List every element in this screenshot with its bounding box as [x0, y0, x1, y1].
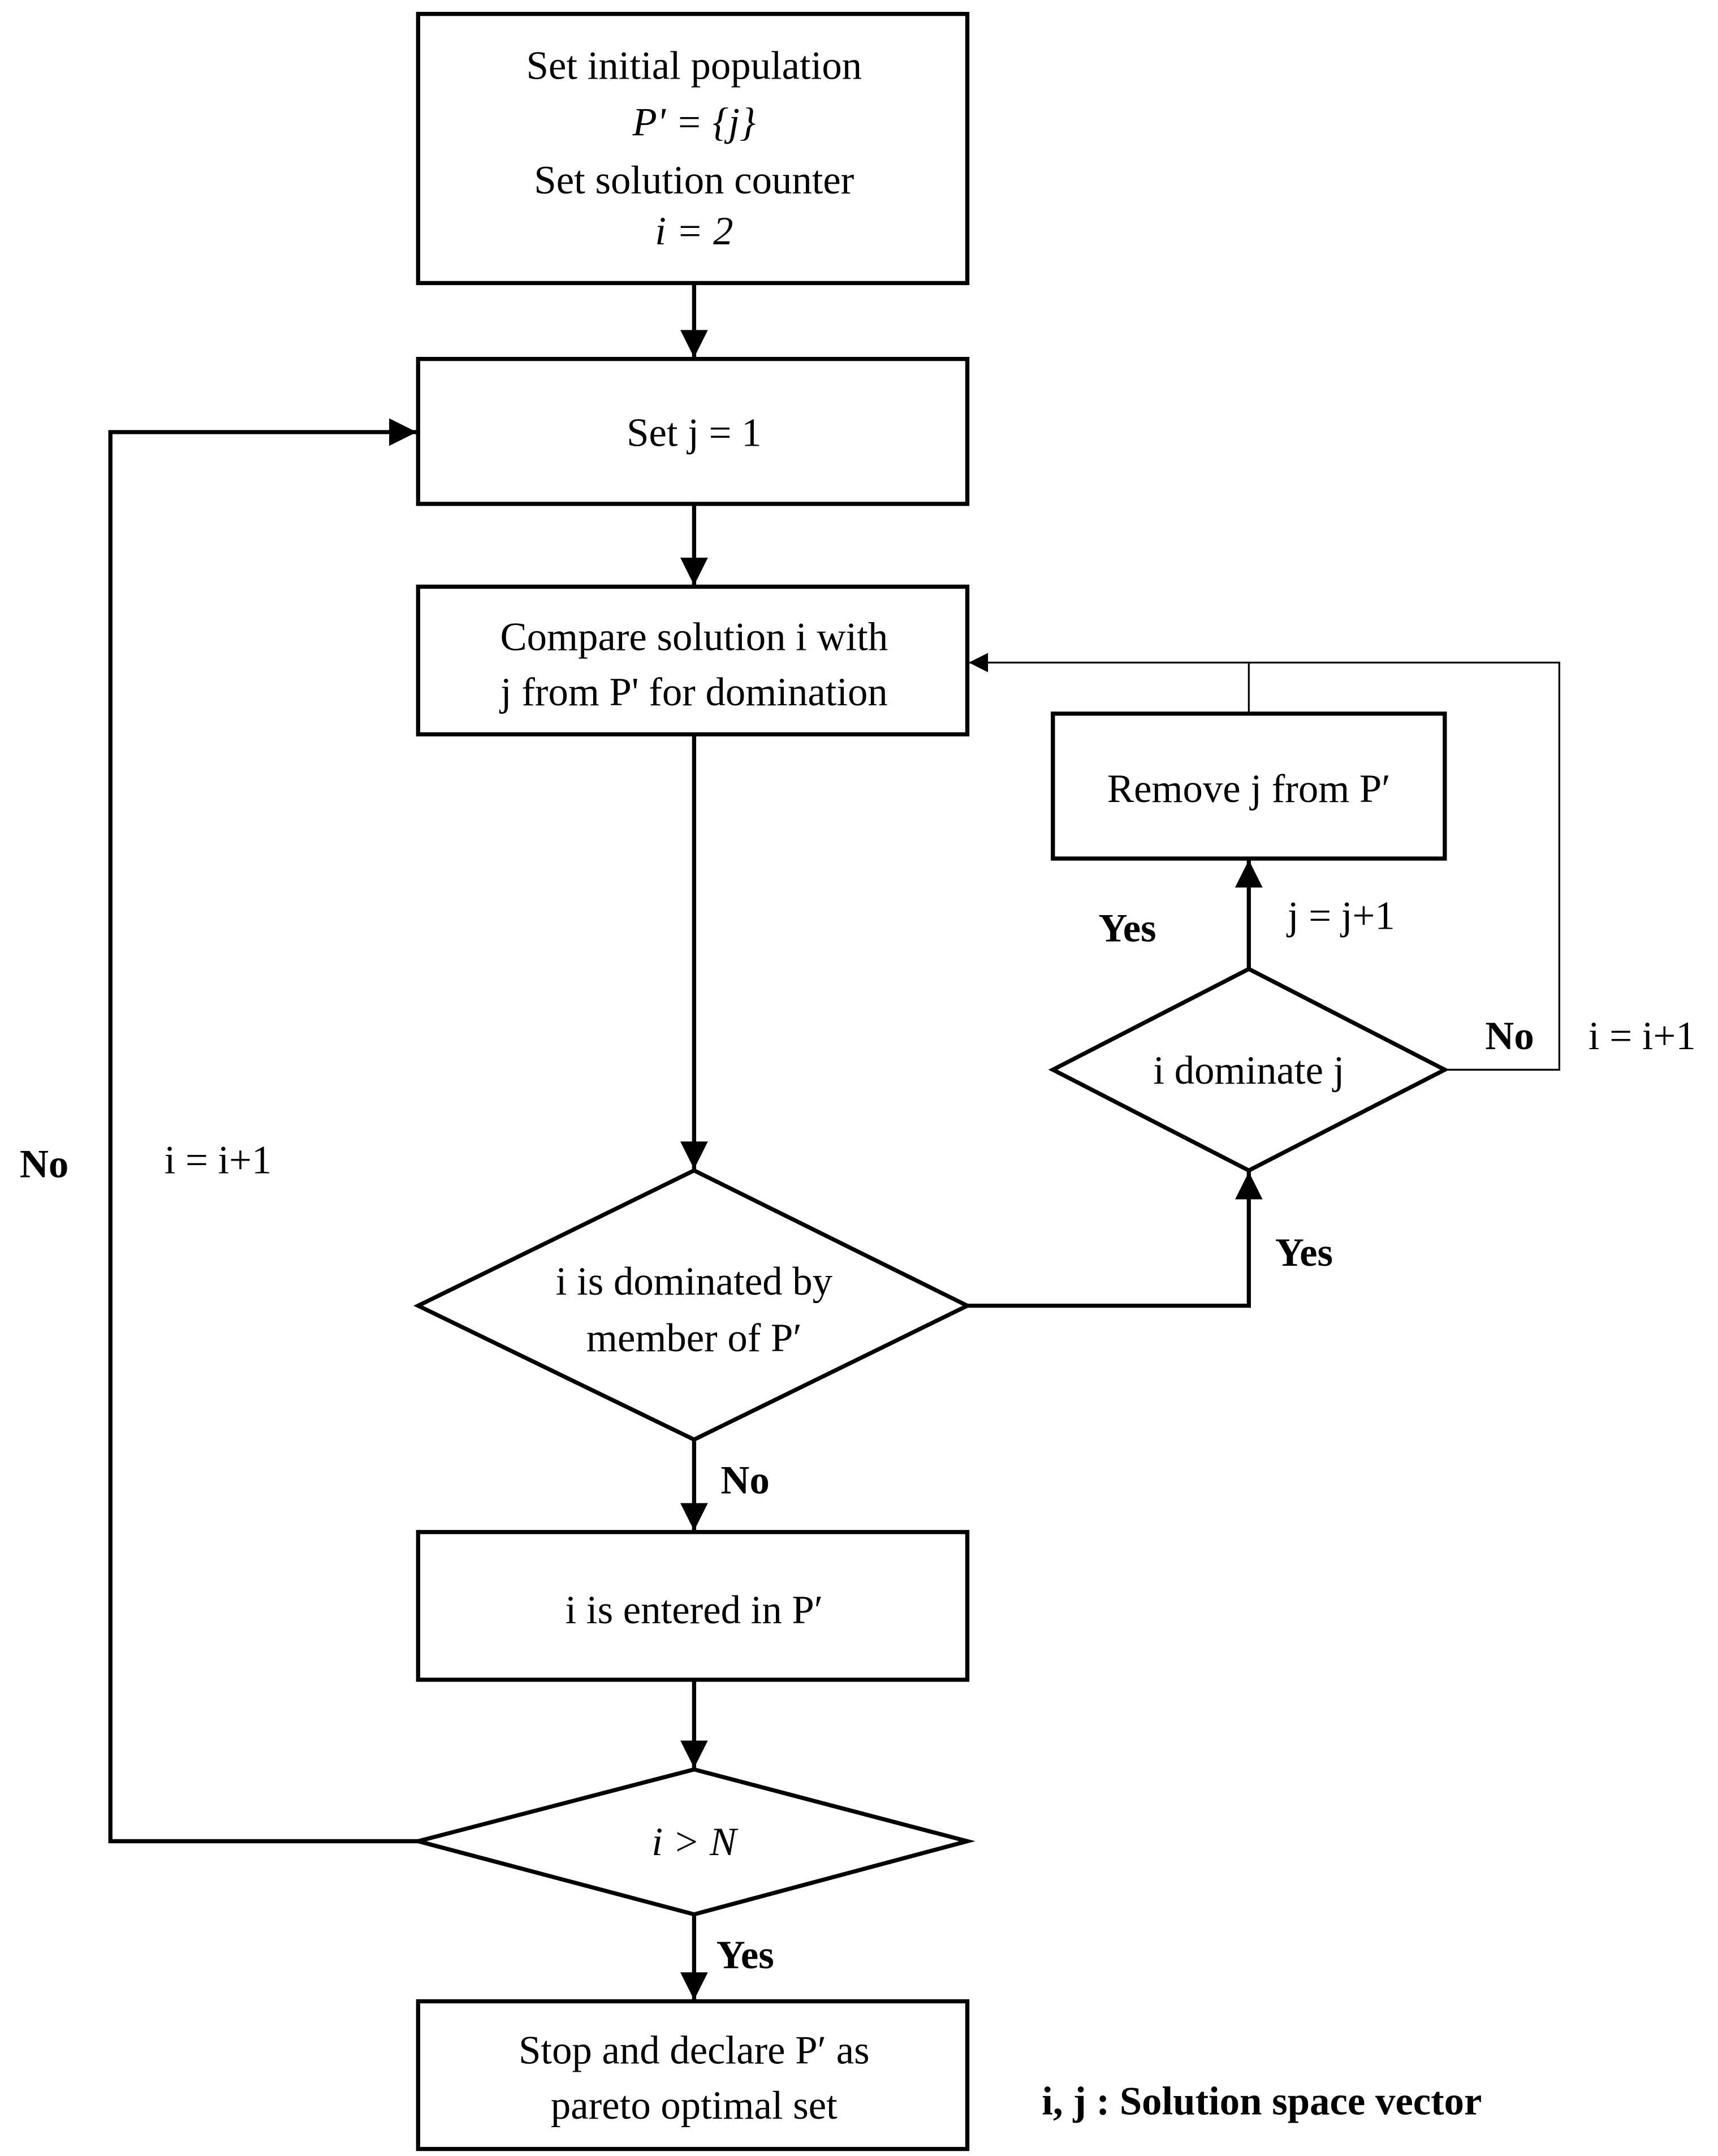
node-text: Stop and declare P′ as [519, 2028, 870, 2072]
arrow-yes-to-dominate [967, 1171, 1263, 1308]
label-i-increment-right: i = i+1 [1588, 1014, 1696, 1058]
node-text: i = 2 [655, 209, 733, 253]
node-check-n: i > N [409, 1767, 975, 1917]
node-stop: Stop and declare P′ as pareto optimal se… [416, 1999, 970, 2151]
label-dominated-no: No [720, 1458, 769, 1502]
node-text: P' = {j} [632, 100, 756, 144]
label-check-yes: Yes [716, 1933, 774, 1977]
label-dominated-yes: Yes [1275, 1231, 1333, 1275]
label-check-no: No [20, 1142, 68, 1187]
node-text: member of P′ [586, 1316, 802, 1360]
label-dominate-yes: Yes [1099, 906, 1156, 950]
node-remove: Remove j from P′ [1051, 712, 1447, 861]
node-dominate-decision: i dominate j [1048, 967, 1449, 1173]
label-dominate-no: No [1485, 1014, 1534, 1058]
node-text: i dominate j [1153, 1049, 1344, 1093]
arrow-remove-to-compare [968, 653, 1250, 714]
node-text: pareto optimal set [551, 2084, 838, 2128]
node-text: i > N [651, 1820, 739, 1864]
node-text: Set j = 1 [627, 411, 761, 455]
node-text: Set initial population [526, 44, 862, 88]
node-text: Remove j from P′ [1107, 767, 1391, 811]
node-text: Set solution counter [534, 158, 854, 202]
node-text: i is entered in P′ [566, 1588, 823, 1632]
arrow-check-no-loop [108, 418, 418, 1844]
node-enter: i is entered in P′ [416, 1530, 970, 1682]
label-j-increment: j = j+1 [1286, 894, 1395, 938]
node-init: Set initial population P' = {j} Set solu… [416, 11, 970, 286]
label-i-increment-left: i = i+1 [165, 1138, 272, 1182]
node-text: i is dominated by [556, 1260, 833, 1304]
node-dominated-decision: i is dominated by member of P′ [413, 1168, 972, 1442]
node-compare: Compare solution i with j from P' for do… [416, 584, 970, 737]
node-text: Compare solution i with [500, 615, 888, 659]
node-text: j from P' for domination [499, 670, 888, 714]
legend: i, j : Solution space vector [1042, 2080, 1482, 2124]
line-dominate-no [1249, 661, 1560, 1071]
node-set-j: Set j = 1 [416, 357, 970, 506]
